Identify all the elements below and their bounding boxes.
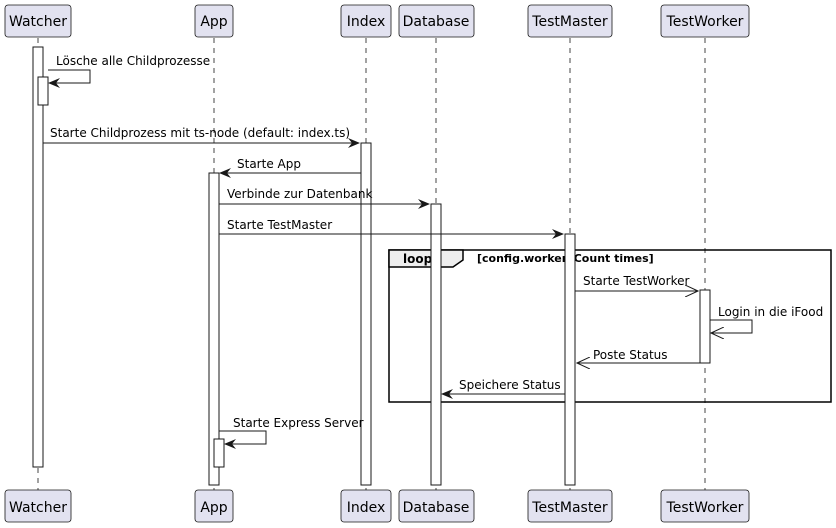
svg-text:Index: Index: [347, 500, 386, 516]
participant-testworker-top: TestWorker: [660, 4, 750, 38]
message-label: Starte App: [237, 157, 301, 171]
participant-index-bottom: Index: [340, 489, 392, 523]
svg-text:TestWorker: TestWorker: [666, 14, 744, 30]
svg-text:App: App: [200, 14, 227, 30]
message-starte-app: Starte App: [219, 157, 361, 178]
activation-watcher: [32, 46, 44, 468]
svg-text:TestMaster: TestMaster: [531, 500, 608, 516]
participant-testworker-bottom: TestWorker: [660, 489, 750, 523]
svg-text:Index: Index: [347, 14, 386, 30]
svg-text:Database: Database: [403, 500, 470, 516]
activation-app: [208, 172, 220, 486]
message-label: Starte Express Server: [233, 416, 364, 430]
svg-text:TestWorker: TestWorker: [666, 500, 744, 516]
message-starte-testworker: Starte TestWorker: [575, 274, 698, 291]
message-verbinde-datenbank: Verbinde zur Datenbank: [219, 187, 430, 209]
svg-text:Watcher: Watcher: [9, 14, 67, 30]
svg-text:Database: Database: [403, 14, 470, 30]
participant-database-top: Database: [398, 4, 475, 38]
message-loesche-childprozesse: Lösche alle Childprozesse: [48, 54, 210, 88]
svg-text:App: App: [200, 500, 227, 516]
participant-testmaster-bottom: TestMaster: [527, 489, 613, 523]
activation-app-nested: [213, 438, 225, 468]
participant-index-top: Index: [340, 4, 392, 38]
svg-text:TestMaster: TestMaster: [531, 14, 608, 30]
participant-app-top: App: [194, 4, 234, 38]
message-label: Poste Status: [593, 348, 668, 362]
message-speichere-status: Speichere Status: [441, 378, 565, 399]
participant-watcher-bottom: Watcher: [4, 489, 72, 523]
activation-testmaster: [564, 233, 576, 486]
svg-text:Watcher: Watcher: [9, 500, 67, 516]
message-label: Starte TestMaster: [227, 218, 332, 232]
message-starte-childprozess: Starte Childprozess mit ts-node (default…: [43, 126, 360, 148]
activation-testworker: [699, 289, 711, 364]
participant-testmaster-top: TestMaster: [527, 4, 613, 38]
loop-keyword: loop: [403, 252, 433, 266]
message-starte-testmaster: Starte TestMaster: [219, 218, 564, 239]
message-label: Verbinde zur Datenbank: [227, 187, 372, 201]
message-label: Login in die iFood: [718, 305, 823, 319]
participant-watcher-top: Watcher: [4, 4, 72, 38]
message-label: Starte Childprozess mit ts-node (default…: [50, 126, 350, 140]
participant-database-bottom: Database: [398, 489, 475, 523]
message-label: Lösche alle Childprozesse: [56, 54, 210, 68]
message-label: Speichere Status: [459, 378, 561, 392]
message-label: Starte TestWorker: [583, 274, 689, 288]
message-poste-status: Poste Status: [577, 348, 700, 363]
loop-fragment: loop [config.workersCount times]: [388, 249, 832, 403]
message-starte-express-server: Starte Express Server: [219, 416, 364, 449]
participant-app-bottom: App: [194, 489, 234, 523]
activation-index: [360, 142, 372, 486]
activation-watcher-nested: [37, 76, 49, 106]
message-login-ifood: Login in die iFood: [710, 305, 823, 333]
activation-database: [430, 203, 442, 486]
